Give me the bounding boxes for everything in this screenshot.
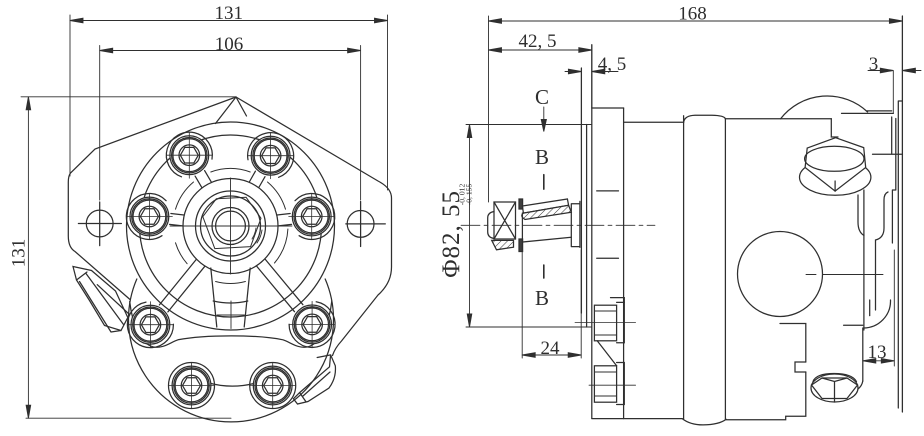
- svg-text:B: B: [535, 286, 549, 310]
- svg-text:-0, 012: -0, 012: [458, 184, 467, 206]
- svg-text:4, 5: 4, 5: [598, 54, 627, 75]
- svg-text:C: C: [535, 85, 549, 109]
- svg-text:B: B: [535, 145, 549, 169]
- svg-text:3: 3: [869, 54, 879, 75]
- svg-text:106: 106: [215, 34, 244, 55]
- svg-text:13: 13: [868, 342, 887, 363]
- svg-text:131: 131: [8, 239, 29, 268]
- svg-text:168: 168: [678, 3, 707, 24]
- svg-text:131: 131: [214, 3, 243, 24]
- svg-text:24: 24: [541, 338, 561, 359]
- svg-text:-0, 155: -0, 155: [465, 184, 474, 206]
- svg-text:42, 5: 42, 5: [519, 31, 557, 52]
- svg-text:Φ82, 55: Φ82, 55: [438, 190, 465, 278]
